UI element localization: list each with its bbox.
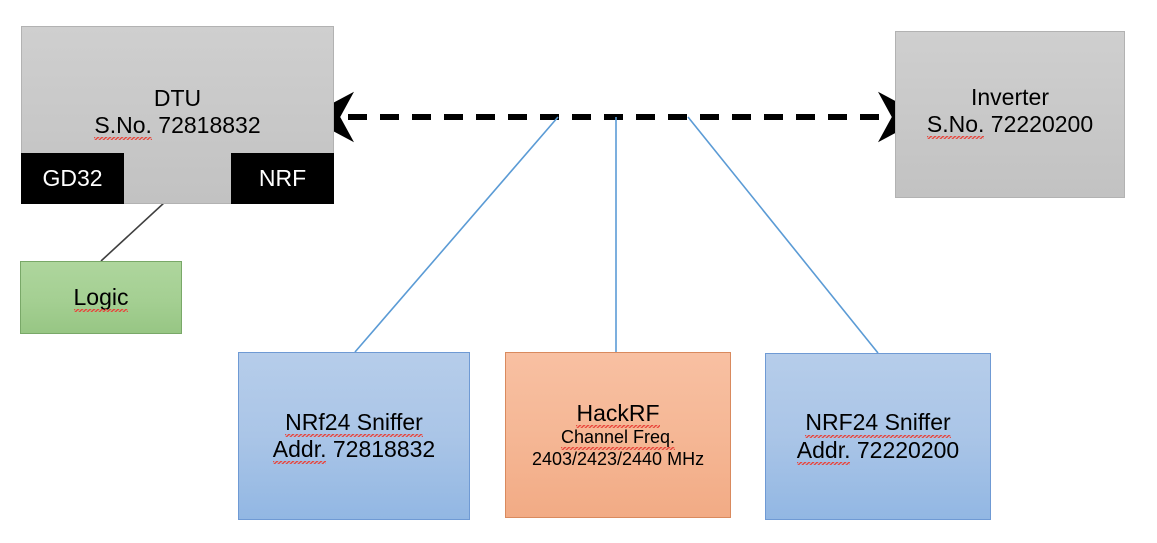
- gd32-label: GD32: [42, 164, 103, 191]
- node-hackrf[interactable]: HackRF Channel Freq. 2403/2423/2440 MHz: [505, 352, 731, 518]
- inverter-serial-line: S.No. 72220200: [926, 111, 1094, 140]
- logic-label: Logic: [73, 283, 129, 313]
- inverter-serial-value: 72220200: [990, 111, 1094, 138]
- sniffer-left-addr-value: 72818832: [332, 436, 436, 462]
- dtu-title: DTU: [153, 85, 202, 111]
- nrf-label: NRF: [258, 164, 307, 191]
- inverter-serial-prefix: S.No.: [926, 111, 985, 140]
- sniffer-left-addr-line: Addr. 72818832: [272, 436, 436, 465]
- dtu-serial-line: S.No. 72818832: [94, 112, 261, 141]
- hackrf-title: HackRF: [576, 400, 660, 429]
- node-inverter[interactable]: Inverter S.No. 72220200: [895, 31, 1125, 198]
- sniffer-left-tap: [354, 116, 559, 353]
- node-logic-analyzer[interactable]: Logic: [20, 261, 182, 334]
- dtu-serial-value: 72818832: [158, 112, 261, 139]
- sniffer-right-tap: [687, 116, 879, 354]
- hackrf-channel-freq: 2403/2423/2440 MHz: [531, 448, 705, 469]
- node-gd32[interactable]: GD32: [21, 153, 124, 204]
- sniffer-left-addr-prefix: Addr.: [272, 436, 327, 465]
- node-nrf[interactable]: NRF: [231, 153, 334, 204]
- sniffer-right-addr-prefix: Addr.: [796, 436, 851, 465]
- sniffer-left-title: NRf24 Sniffer: [285, 408, 423, 438]
- dtu-serial-prefix: S.No.: [94, 112, 152, 141]
- node-sniffer-right[interactable]: NRF24 Sniffer Addr. 72220200: [765, 353, 991, 520]
- inverter-title: Inverter: [971, 84, 1049, 110]
- sniffer-right-addr-line: Addr. 72220200: [796, 436, 960, 465]
- node-sniffer-left[interactable]: NRf24 Sniffer Addr. 72818832: [238, 352, 470, 520]
- sniffer-right-title: NRF24 Sniffer: [805, 409, 951, 438]
- hackrf-channel-label: Channel Freq.: [560, 427, 676, 450]
- sniffer-right-addr-value: 72220200: [856, 436, 960, 463]
